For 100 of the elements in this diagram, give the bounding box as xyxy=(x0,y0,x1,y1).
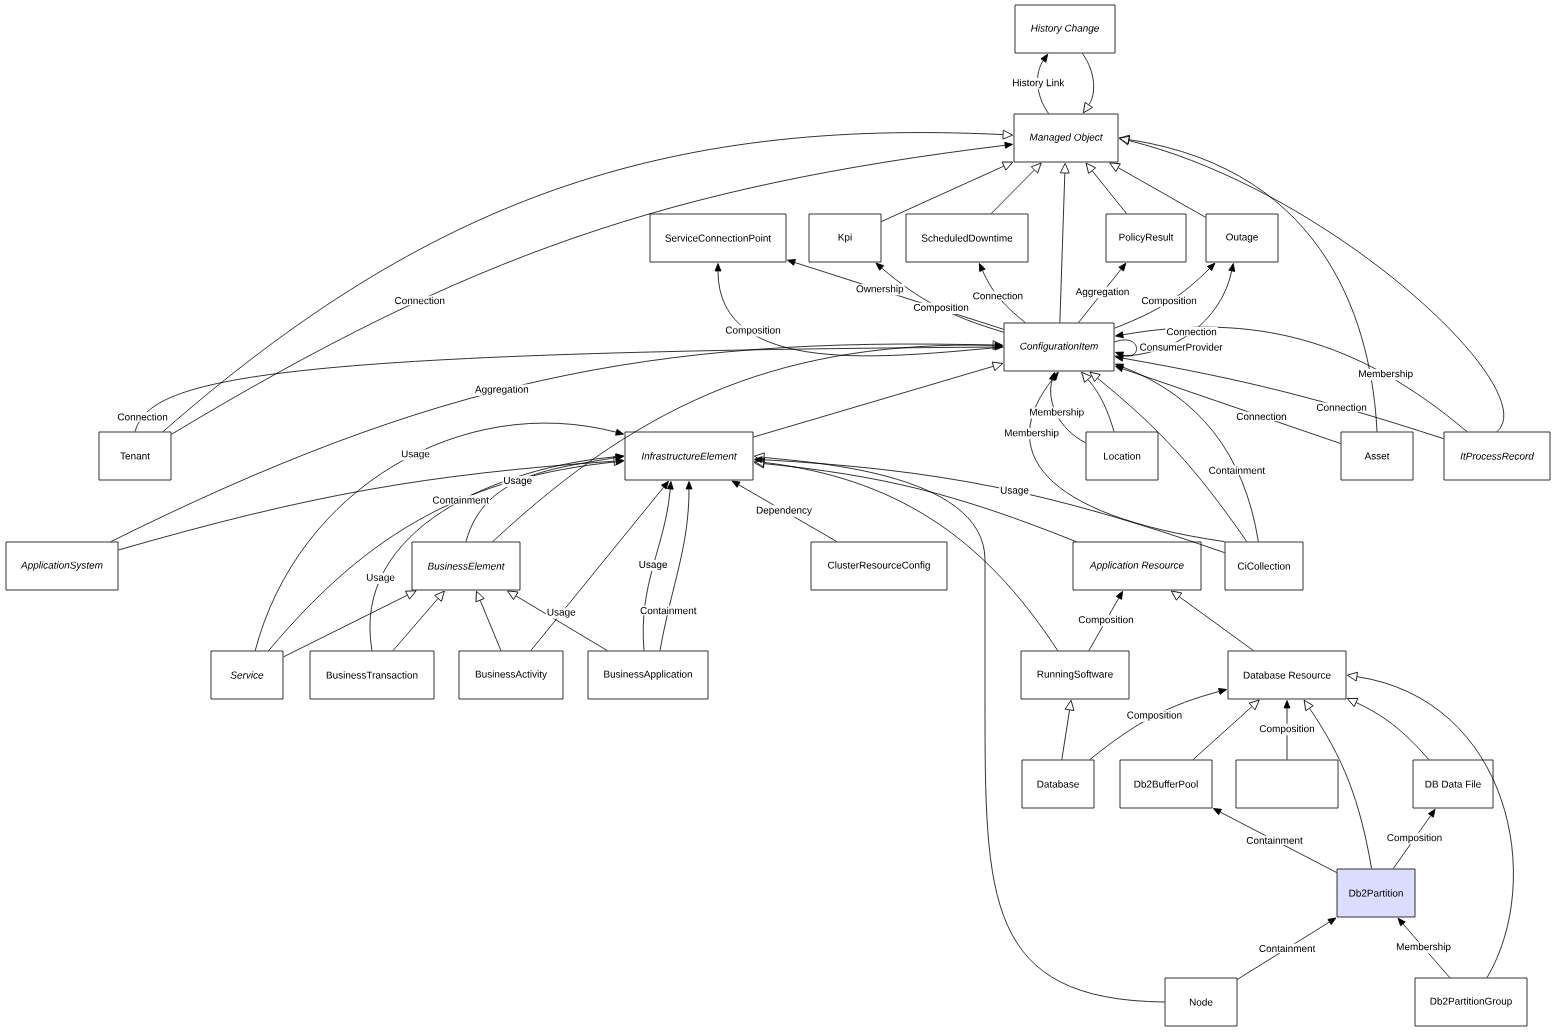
arrow xyxy=(753,457,1059,651)
arrow xyxy=(1392,808,1436,869)
arrow xyxy=(659,481,693,651)
class-box: ServiceConnectionPoint xyxy=(649,213,787,263)
arrow xyxy=(714,263,1004,357)
arrow xyxy=(1037,53,1049,114)
arrow xyxy=(507,590,608,651)
edge-label: Membership xyxy=(1357,368,1415,381)
arrow xyxy=(1061,699,1075,760)
edge-label: Membership xyxy=(1003,428,1060,440)
edge-label: Connection xyxy=(971,291,1025,301)
edge-label: Composition xyxy=(1077,614,1135,627)
class-box: Db2BufferPool xyxy=(1119,759,1213,809)
edge-label: Usage xyxy=(545,607,577,619)
edge-label: ConsumerProvider xyxy=(1138,342,1224,352)
arrow xyxy=(530,480,669,651)
edge-label: Composition xyxy=(1385,832,1444,845)
edge-label: Membership xyxy=(1028,407,1086,419)
edge-label: Connection xyxy=(1235,411,1288,422)
edge-label: Connection xyxy=(1165,326,1218,337)
class-box: Database Resource xyxy=(1227,650,1347,700)
class-box: BusinessElement xyxy=(411,541,521,591)
class-box: BusinessActivity xyxy=(458,650,564,700)
arrow xyxy=(753,458,1077,542)
class-box: History Change xyxy=(1014,4,1116,54)
class-box: Node xyxy=(1164,977,1238,1027)
arrow xyxy=(1346,671,1514,978)
arrow xyxy=(118,456,625,551)
edge-label: Containment xyxy=(639,605,698,616)
arrow xyxy=(1303,699,1373,869)
class-box: Database xyxy=(1021,759,1095,809)
class-box: ClusterResourceConfig xyxy=(810,541,948,591)
arrow xyxy=(1115,354,1444,440)
arrow xyxy=(881,161,1014,222)
arrow xyxy=(254,422,624,651)
class-box: ConfigurationItem xyxy=(1003,322,1115,372)
edge-label: Containment xyxy=(431,495,490,505)
arrow xyxy=(110,341,1003,542)
class-box: PolicyResult xyxy=(1105,213,1187,263)
edge-label: Composition xyxy=(1140,295,1198,308)
edge-label: Usage xyxy=(400,449,431,461)
edge-label: Containment xyxy=(1257,943,1317,954)
class-box: Managed Object xyxy=(1013,113,1119,163)
class-box: InfrastructureElement xyxy=(624,431,754,481)
arrow xyxy=(1059,162,1070,323)
class-box: Application Resource xyxy=(1072,541,1202,591)
arrow xyxy=(492,340,1004,542)
arrow xyxy=(1082,53,1095,114)
arrow xyxy=(979,263,1026,323)
arrow xyxy=(1114,262,1216,329)
arrow xyxy=(1114,339,1137,359)
class-box: ScheduledDowntime xyxy=(905,213,1029,263)
edge-label: Membership xyxy=(1395,941,1452,954)
class-box: ItProcessRecord xyxy=(1443,431,1551,481)
arrow xyxy=(731,480,838,542)
class-box: Db2Partition xyxy=(1336,868,1416,918)
arrow xyxy=(1029,371,1225,542)
edge-label: Aggregation xyxy=(1074,286,1131,299)
edge-label: Connection xyxy=(393,295,446,306)
arrow xyxy=(1118,135,1505,432)
arrow xyxy=(753,452,1165,1003)
edge-label: Composition xyxy=(1258,723,1316,736)
edge-label: Dependency xyxy=(755,505,813,517)
edge-label: Ownership xyxy=(855,284,905,296)
class-box: BusinessTransaction xyxy=(309,650,435,700)
class-box: Asset xyxy=(1340,431,1414,481)
arrow xyxy=(1078,262,1127,323)
arrow xyxy=(1085,162,1127,214)
class-box: Service xyxy=(210,650,284,700)
arrow xyxy=(1213,808,1337,873)
arrow xyxy=(392,590,445,651)
arrow xyxy=(1170,590,1254,651)
arrow xyxy=(1081,371,1115,432)
arrow xyxy=(990,162,1042,214)
edge-label: Containment xyxy=(1207,465,1267,475)
arrow xyxy=(283,590,417,658)
class-box: Db2PartitionGroup xyxy=(1414,977,1528,1027)
class-box: Location xyxy=(1085,431,1159,481)
arrow xyxy=(1118,134,1378,432)
arrow xyxy=(1192,699,1260,760)
class-box xyxy=(1235,759,1339,809)
edge-label: Composition xyxy=(912,302,970,314)
class-box: ApplicationSystem xyxy=(5,541,119,591)
edge-label: Aggregation xyxy=(474,384,530,396)
class-box: DB Data File xyxy=(1412,759,1494,809)
arrow xyxy=(369,453,624,651)
edge-label: Usage xyxy=(999,485,1030,497)
arrow xyxy=(754,456,1225,554)
arrow xyxy=(1115,363,1259,542)
arrow xyxy=(1283,700,1291,760)
arrow xyxy=(475,590,502,651)
arrow xyxy=(1089,371,1248,542)
class-box: BusinessApplication xyxy=(587,650,709,700)
arrow xyxy=(1088,590,1123,651)
arrow xyxy=(268,458,624,651)
edge-label: Composition xyxy=(724,325,782,337)
arrow xyxy=(875,262,1004,333)
arrow xyxy=(753,361,1004,438)
arrow xyxy=(1346,698,1430,760)
class-box: Outage xyxy=(1205,213,1279,263)
